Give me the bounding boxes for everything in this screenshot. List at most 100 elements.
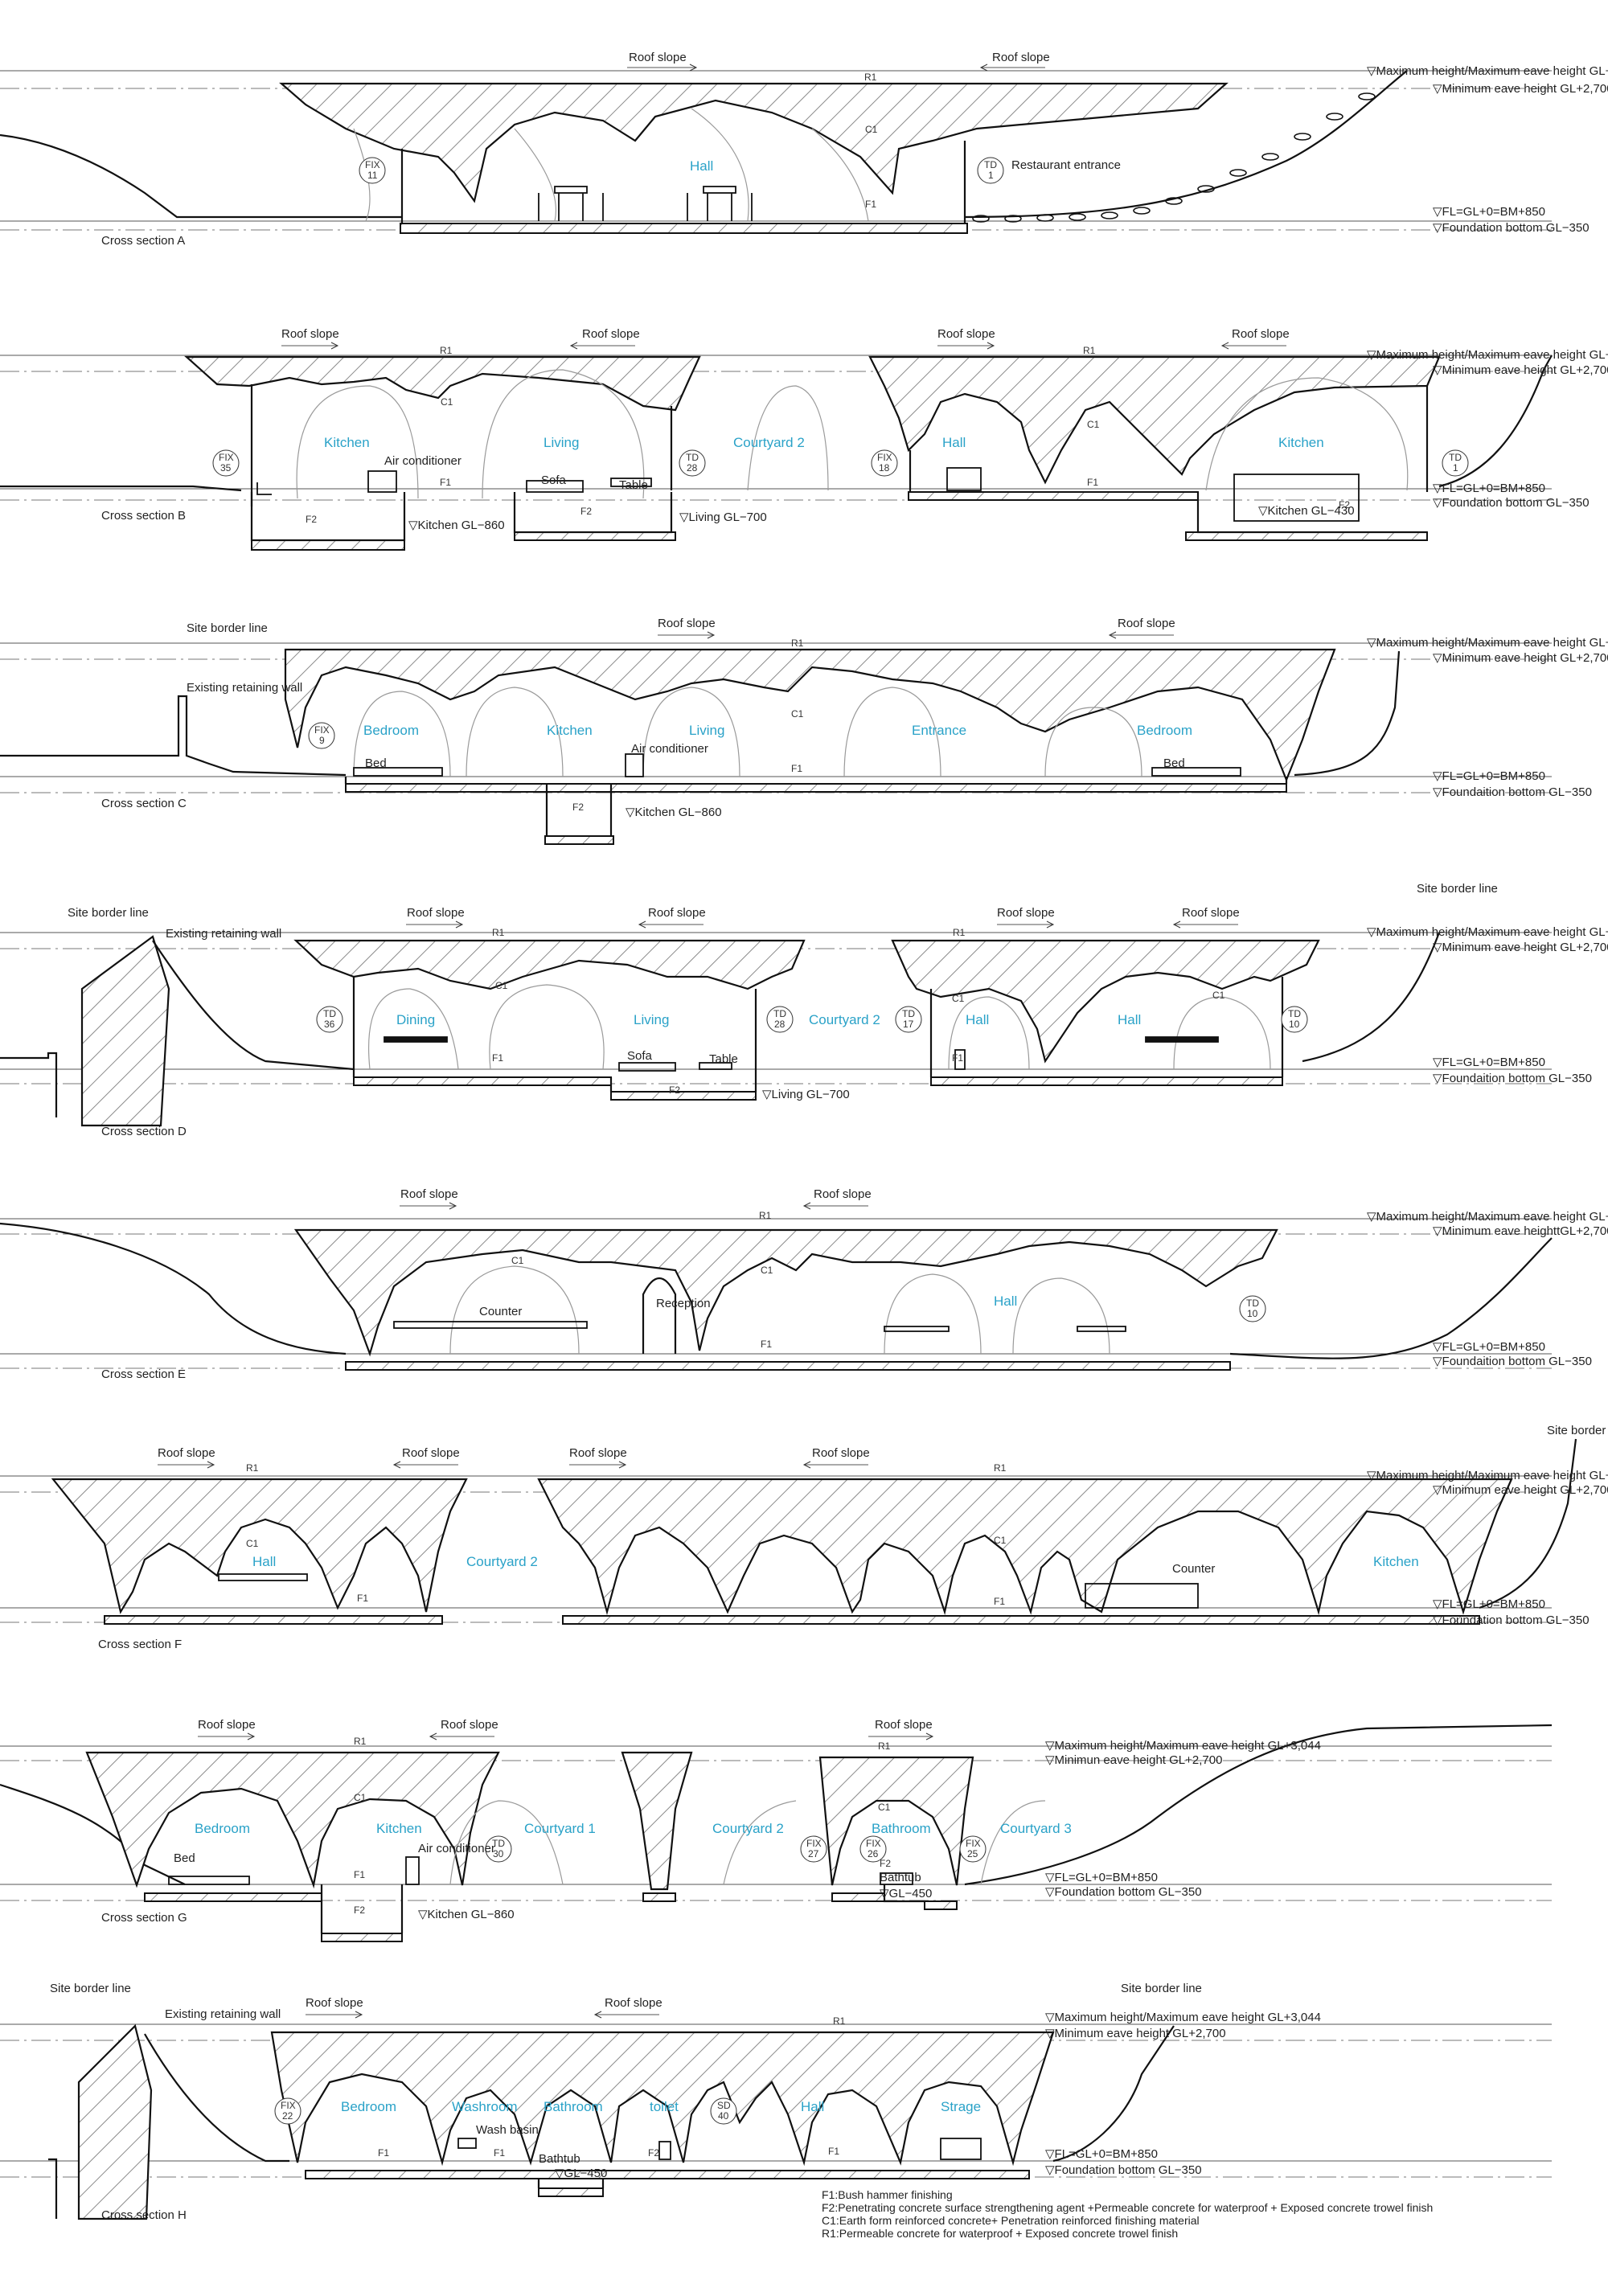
legend-f1: F1:Bush hammer finishing [822,2188,953,2201]
svg-text:▽Minimum eave height GL+2,700: ▽Minimum eave height GL+2,700 [1045,2027,1226,2040]
svg-text:Air conditioner: Air conditioner [418,1842,495,1855]
svg-text:F1: F1 [1087,477,1098,488]
svg-text:Kitchen: Kitchen [547,723,593,738]
svg-text:TD: TD [1246,1298,1259,1309]
svg-text:F1: F1 [354,1869,365,1880]
svg-text:28: 28 [774,1019,786,1030]
svg-text:▽FL=GL+0=BM+850: ▽FL=GL+0=BM+850 [1045,1871,1158,1884]
roof-mass-d2 [891,939,1320,1064]
svg-text:35: 35 [220,462,232,474]
svg-text:Cross section D: Cross section D [101,1125,187,1138]
svg-text:Roof slope: Roof slope [658,617,716,630]
svg-text:R1: R1 [953,927,966,938]
svg-text:C1: C1 [495,980,508,991]
svg-text:Bathtub: Bathtub [880,1871,921,1884]
svg-text:Roof slope: Roof slope [407,906,465,920]
svg-text:R1: R1 [833,2015,846,2027]
svg-text:F1: F1 [440,477,451,488]
svg-text:C1: C1 [994,1535,1007,1546]
svg-text:Air conditioner: Air conditioner [631,742,708,756]
roof-mass-g2 [818,1756,974,1886]
fl-label-a: ▽FL=GL+0=BM+850 [1433,205,1545,219]
stepping-stones [972,92,1376,223]
svg-text:26: 26 [868,1848,879,1859]
svg-text:R1: R1 [1083,345,1096,356]
svg-text:Entrance: Entrance [912,723,966,738]
svg-text:Site border line: Site border line [1121,1982,1202,1995]
svg-text:▽Foundation bottom GL−350: ▽Foundation bottom GL−350 [1045,1885,1202,1899]
svg-text:FIX: FIX [365,159,380,170]
svg-text:F1: F1 [994,1596,1005,1607]
svg-text:Roof slope: Roof slope [198,1718,256,1732]
terrain-right-b [1438,355,1553,488]
svg-text:Roof slope: Roof slope [1118,617,1175,630]
terrain-d [0,940,355,1117]
svg-text:▽Foundaition bottom GL−350: ▽Foundaition bottom GL−350 [1433,1072,1592,1085]
roof-mass-h [270,2031,1055,2167]
room-courtyard2-b: Courtyard 2 [733,435,805,450]
svg-text:C1: C1 [1212,990,1225,1001]
max-height-label-a: ▽Maximum height/Maximum eave height GL+3… [1367,64,1608,78]
room-kitchen-b2: Kitchen [1278,435,1324,450]
roof-mass-f1 [51,1478,468,1614]
terrain-left-b [0,485,242,492]
svg-text:Roof slope: Roof slope [306,1996,363,2010]
svg-text:FIX: FIX [966,1838,981,1849]
svg-text:▽Maximum height/Maximum eave h: ▽Maximum height/Maximum eave height GL+3… [1367,925,1608,939]
svg-text:F2: F2 [648,2147,659,2159]
svg-text:Table: Table [709,1052,738,1066]
room-hall-b: Hall [942,435,966,450]
roof-mass-c [284,648,1336,782]
svg-text:▽Kitchen GL−860: ▽Kitchen GL−860 [626,806,722,819]
section-title-a: Cross section A [101,234,185,248]
min-eave-label-a: ▽Minimum eave height GL+2,700 [1433,82,1608,96]
svg-text:▽Maximum height/Maximum eave h: ▽Maximum height/Maximum eave height GL+3… [1045,1739,1321,1753]
svg-text:F2: F2 [572,802,584,813]
svg-text:F2: F2 [306,514,317,525]
svg-text:Bed: Bed [365,756,387,770]
svg-text:Courtyard 1: Courtyard 1 [524,1821,596,1836]
svg-text:Courtyard 3: Courtyard 3 [1000,1821,1072,1836]
svg-text:Hall: Hall [1118,1012,1141,1027]
svg-text:▽FL=GL+0=BM+850: ▽FL=GL+0=BM+850 [1433,769,1545,783]
svg-text:F2: F2 [880,1858,891,1869]
svg-text:Kitchen: Kitchen [1373,1554,1419,1569]
svg-text:SD: SD [717,2100,731,2111]
arch-lines-a [353,108,869,222]
svg-text:Cross section G: Cross section G [101,1911,187,1925]
svg-text:Roof slope: Roof slope [400,1187,458,1201]
terrain-left-e [0,1222,347,1355]
f1-mark-a: F1 [865,199,876,210]
svg-text:FIX: FIX [281,2100,296,2111]
dining-set-a2 [687,186,753,221]
svg-text:▽FL=GL+0=BM+850: ▽FL=GL+0=BM+850 [1433,482,1545,495]
svg-text:Roof slope: Roof slope [569,1446,627,1460]
svg-text:Hall: Hall [994,1294,1017,1309]
tag-td1-b: TD1 [1442,449,1469,477]
svg-text:▽Maximum height/Maximum eave h: ▽Maximum height/Maximum eave height GL+3… [1367,1469,1608,1482]
svg-text:Site border line: Site border line [68,906,149,920]
cross-section-a: Roof slope Roof slope R1 C1 F1 Hall FIX … [0,51,1608,248]
svg-text:FIX: FIX [877,452,892,463]
svg-text:Living: Living [634,1012,669,1027]
svg-text:F2: F2 [580,506,592,517]
svg-text:▽Foundation bottom GL−350: ▽Foundation bottom GL−350 [1433,496,1590,510]
svg-text:Bathroom: Bathroom [544,2099,603,2114]
svg-text:Existing retaining wall: Existing retaining wall [166,927,281,941]
svg-text:▽Living GL−700: ▽Living GL−700 [762,1088,850,1101]
svg-text:▽FL=GL+0=BM+850: ▽FL=GL+0=BM+850 [1433,1597,1545,1611]
svg-text:FIX: FIX [314,724,330,736]
cross-section-e: Roof slope Roof slope R1 C1 C1 F1 Hall T… [0,1187,1608,1381]
svg-text:Site border line: Site border line [1547,1424,1608,1437]
cross-section-b: Roof slope Roof slope Roof slope Roof sl… [0,327,1608,551]
svg-text:Courtyard 2: Courtyard 2 [809,1012,880,1027]
terrain-left-c [0,695,347,777]
svg-text:40: 40 [718,2110,729,2122]
roof-slope-label-a2: Roof slope [992,51,1050,64]
svg-text:TD: TD [1449,452,1462,463]
svg-text:Bedroom: Bedroom [195,1821,250,1836]
svg-text:F2: F2 [669,1084,680,1096]
svg-text:R1: R1 [492,927,505,938]
svg-text:Bedroom: Bedroom [1137,723,1192,738]
